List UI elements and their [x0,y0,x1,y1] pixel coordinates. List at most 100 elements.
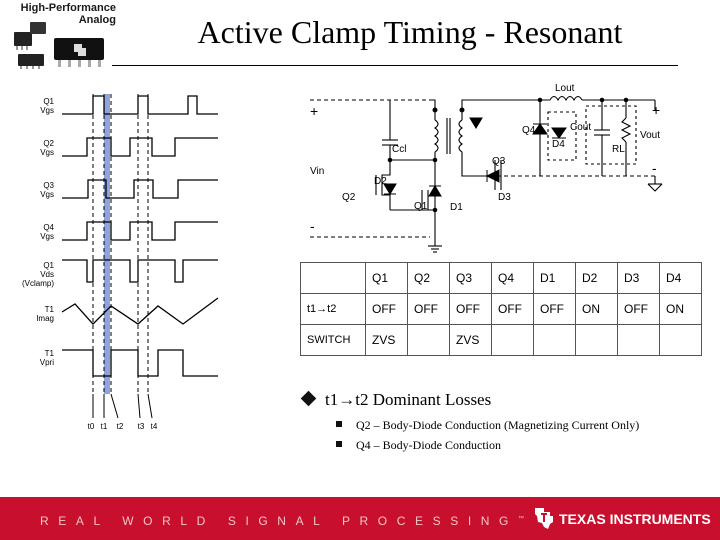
square-bullet-icon [336,421,342,427]
slide-title: Active Clamp Timing - Resonant [197,14,623,50]
clamp-switch-q2 [381,160,391,210]
label-d2: D2 [374,176,387,187]
tagline-text: REAL WORLD SIGNAL PROCESSING [40,514,518,528]
waveform-q3-vgs [62,179,218,199]
table-cell: ON [659,293,702,325]
table-cell: OFF [491,293,534,325]
trademark-symbol: ™ [517,516,524,522]
table-header-cell: D3 [617,262,660,294]
title-divider [112,65,678,66]
sub-bullet: Q4 – Body-Diode Conduction [336,437,501,453]
time-marker-t2: t2 [117,422,124,431]
footer-bar [0,497,720,540]
square-bullet-icon [336,441,342,447]
table-row: t1→t2 OFF OFF OFF OFF OFF ON OFF ON [300,293,702,325]
logo-line-1: High-Performance [20,2,116,14]
waveform-q1-vgs [62,95,218,115]
table-cell [659,324,702,356]
dot-secondary [459,107,465,113]
dot-primary [432,107,438,113]
label-rl: RL [612,144,625,155]
table-cell [575,324,618,356]
table-header-cell: Q1 [365,262,408,294]
table-header-cell: D1 [533,262,576,294]
diode-q4-body [532,123,548,135]
label-output-plus: + [652,102,660,118]
time-marker-t1: t1 [101,422,108,431]
table-header-cell: Q2 [407,262,450,294]
label-q4: Q4 [522,125,536,136]
label-d4: D4 [552,139,565,150]
company-name: TEXAS INSTRUMENTS [559,511,711,527]
diode-d4 [551,127,567,139]
main-bullet-text: t1→t2 Dominant Losses [325,390,492,409]
footer-tagline: REAL WORLD SIGNAL PROCESSING™ [40,512,524,528]
diode-secondary [469,117,483,129]
table-cell: OFF [533,293,576,325]
label-cout: Cout [570,122,591,133]
sub-bullet-text: Q4 – Body-Diode Conduction [356,438,501,452]
sub-bullet-text: Q2 – Body-Diode Conduction (Magnetizing … [356,418,640,432]
table-cell: OFF [365,293,408,325]
waveform-t1-imag [61,297,219,325]
table-row: SWITCH ZVS ZVS [300,324,702,356]
table-header-cell: Q3 [449,262,492,294]
label-q2: Q2 [342,192,356,203]
table-cell: OFF [449,293,492,325]
diode-d3 [485,169,500,183]
label-q3: Q3 [492,156,506,167]
label-d3: D3 [498,192,511,203]
time-marker-t3: t3 [138,422,145,431]
label-output-minus: - [652,160,657,176]
table-cell [491,324,534,356]
table-cell: SWITCH [300,324,366,356]
label-d1: D1 [450,202,463,213]
label-vin: Vin [310,166,324,177]
logo-line-2: Analog [78,14,116,26]
table-header-cell [300,262,366,294]
diode-d2 [383,183,397,195]
time-marker-lines [92,94,149,394]
active-clamp-forward-schematic: Lout Cout Vout RL Ccl Vin Q1 Q2 Q3 Q4 D1… [310,83,663,253]
high-performance-analog-logo [6,4,118,70]
time-marker-leaders [92,393,153,419]
time-marker-t4: t4 [151,422,158,431]
waveform-q2-vgs [62,137,218,157]
waveform-q4-vgs [62,221,218,241]
diode-d1 [428,185,442,197]
table-cell: OFF [617,293,660,325]
texas-instruments-logo-icon [535,508,553,529]
secondary-winding [458,119,463,153]
table-header-cell: D4 [659,262,702,294]
label-input-minus: - [310,218,315,234]
primary-winding [434,119,439,153]
table-header-cell: Q4 [491,262,534,294]
table-cell [407,324,450,356]
label-input-plus: + [310,103,318,119]
diamond-bullet-icon [300,390,317,407]
waveform-q1-vds [62,259,218,283]
label-q1: Q1 [414,201,428,212]
switch-state-table: Q1 Q2 Q3 Q4 D1 D2 D3 D4 t1→t2 OFF OFF OF… [300,262,702,356]
table-cell [533,324,576,356]
chip-package-icon [14,22,104,69]
waveform-t1-vpri [62,349,218,377]
output-filter-region [585,105,637,165]
output-ground-icon [647,183,663,192]
table-cell: ZVS [449,324,492,356]
d4-region [547,111,577,161]
table-header-cell: D2 [575,262,618,294]
time-marker-t0: t0 [88,422,95,431]
ground-icon [428,245,442,253]
table-header-row: Q1 Q2 Q3 Q4 D1 D2 D3 D4 [300,262,702,294]
t1-t2-highlight-band [104,94,110,394]
table-cell: ZVS [365,324,408,356]
output-inductor [549,95,583,102]
